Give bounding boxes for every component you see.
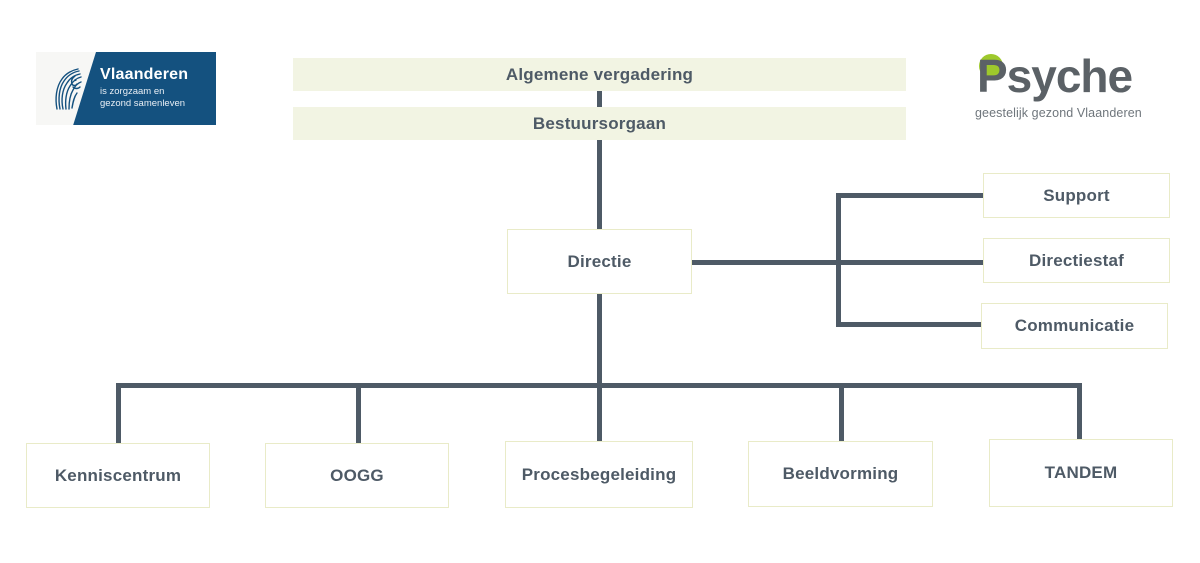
vlaanderen-tagline-line2: gezond samenleven (100, 97, 186, 109)
node-label: Bestuursorgaan (532, 113, 667, 133)
connector-directie-to-staff-trunk (692, 260, 840, 265)
node-procesbegeleiding[interactable]: Procesbegeleiding (505, 441, 693, 508)
node-label: Directie (567, 251, 632, 271)
node-algemene-vergadering[interactable]: Algemene vergadering (293, 58, 906, 91)
connector-bus-to-tandem (1077, 383, 1082, 443)
node-label: TANDEM (1044, 463, 1118, 482)
node-tandem[interactable]: TANDEM (989, 439, 1173, 507)
node-label: Communicatie (1014, 316, 1135, 335)
connector-bestuursorgaan-to-directie (597, 140, 602, 229)
connector-bus-to-beeldvorming (839, 383, 844, 443)
node-label: OOGG (330, 465, 384, 485)
connector-trunk-to-support (836, 193, 983, 198)
vlaanderen-logo-tagline: is zorgzaam en gezond samenleven (100, 86, 216, 110)
connector-trunk-to-communicatie (836, 322, 983, 327)
psyche-logo-tagline: geestelijk gezond Vlaanderen (975, 106, 1142, 120)
node-directiestaf[interactable]: Directiestaf (983, 238, 1170, 283)
vlaanderen-logo-text: Vlaanderen is zorgzaam en gezond samenle… (96, 52, 216, 125)
connector-bus-to-oogg (356, 383, 361, 443)
psyche-logo-wordmark: Psyche (975, 50, 1165, 102)
connector-bus-to-kenniscentrum (116, 383, 121, 443)
vlaanderen-logo: Vlaanderen is zorgzaam en gezond samenle… (36, 52, 216, 125)
connector-bus-to-procesbegeleiding (597, 383, 602, 443)
psyche-green-dot-icon (979, 54, 1003, 78)
node-bestuursorgaan[interactable]: Bestuursorgaan (293, 107, 906, 140)
vlaanderen-tagline-line1: is zorgzaam en (100, 86, 165, 98)
node-kenniscentrum[interactable]: Kenniscentrum (26, 443, 210, 508)
node-label: Beeldvorming (782, 464, 899, 483)
node-label: Kenniscentrum (54, 465, 182, 485)
node-support[interactable]: Support (983, 173, 1170, 218)
psyche-logo-name: Psyche (977, 50, 1133, 102)
vlaanderen-lion-icon (36, 52, 96, 125)
connector-directie-to-department-bus (597, 294, 602, 386)
node-directie[interactable]: Directie (507, 229, 692, 294)
connector-av-to-bestuursorgaan (597, 91, 602, 108)
node-label: Procesbegeleiding (521, 464, 677, 484)
node-label: Support (1043, 185, 1110, 205)
node-label: Algemene vergadering (505, 64, 694, 84)
node-beeldvorming[interactable]: Beeldvorming (748, 441, 933, 507)
node-oogg[interactable]: OOGG (265, 443, 449, 508)
node-label: Directiestaf (1029, 250, 1124, 270)
vlaanderen-logo-name: Vlaanderen (100, 66, 189, 84)
psyche-logo: Psyche geestelijk gezond Vlaanderen (975, 50, 1165, 130)
node-communicatie[interactable]: Communicatie (981, 303, 1168, 349)
connector-trunk-to-directiestaf (836, 260, 983, 265)
